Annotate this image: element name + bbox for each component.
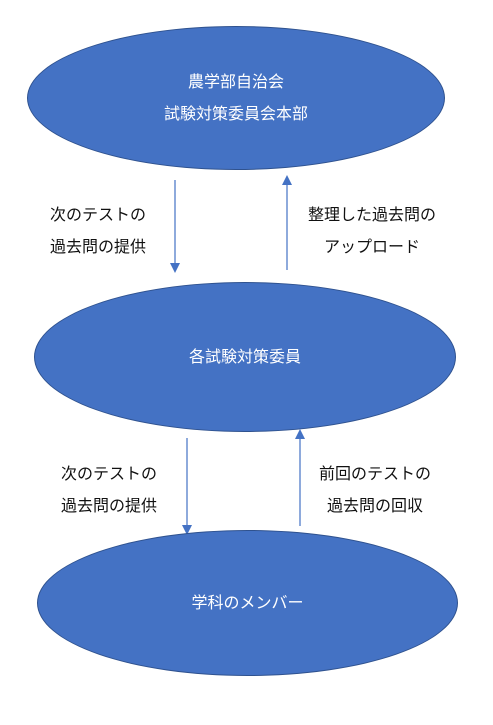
node-department-members: 学科のメンバー: [37, 530, 458, 676]
edge-label-line1: 次のテストの: [49, 205, 146, 224]
edge-label-bottom-to-middle: 前回のテストの 過去問の回収: [311, 458, 439, 522]
edge-label-line2: アップロード: [323, 237, 420, 256]
edge-label-middle-to-top: 整理した過去問の アップロード: [299, 199, 445, 263]
node-student-council-hq: 農学部自治会 試験対策委員会本部: [27, 26, 445, 170]
node-middle-line1: 各試験対策委員: [188, 347, 301, 366]
edge-label-line1: 前回のテストの: [318, 464, 431, 483]
node-bottom-line1: 学科のメンバー: [191, 593, 304, 612]
node-top-line2: 試験対策委員会本部: [163, 104, 308, 123]
edge-label-top-to-middle: 次のテストの 過去問の提供: [44, 199, 152, 263]
edge-label-line1: 次のテストの: [60, 464, 157, 483]
node-exam-committee-members: 各試験対策委員: [34, 282, 456, 432]
edge-label-line1: 整理した過去問の: [307, 205, 436, 224]
edge-label-middle-to-bottom: 次のテストの 過去問の提供: [53, 458, 165, 522]
edge-label-line2: 過去問の回収: [326, 496, 423, 515]
node-top-line1: 農学部自治会: [187, 72, 284, 91]
edge-label-line2: 過去問の提供: [49, 237, 146, 256]
edge-label-line2: 過去問の提供: [60, 496, 157, 515]
